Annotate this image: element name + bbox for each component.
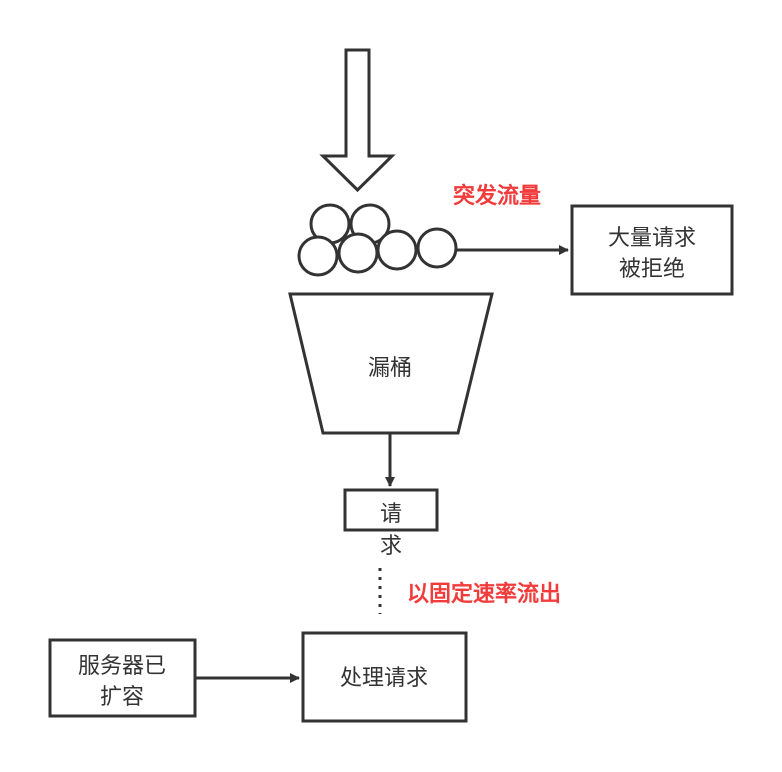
request-box [343, 488, 439, 532]
incoming-arrow [319, 48, 396, 193]
server-scaled-label-line2: 扩容 [100, 685, 144, 710]
server-scaled-label-line1: 服务器已 [78, 654, 166, 679]
ball [416, 227, 458, 269]
rejected-label-line2: 被拒绝 [619, 257, 685, 282]
request-label-line1: 请 [380, 502, 402, 527]
burst-traffic-label: 突发流量 [453, 183, 541, 209]
fixed-rate-label: 以固定速率流出 [407, 581, 561, 607]
ball [337, 232, 379, 274]
rejected-box [570, 204, 734, 296]
request-label-line2: 求 [380, 534, 402, 559]
ball [376, 229, 418, 271]
ball [297, 235, 339, 277]
leaky-bucket [288, 292, 494, 435]
process-request-box [301, 631, 468, 723]
traffic-balls [297, 203, 458, 277]
rejected-label-line1: 大量请求 [608, 226, 696, 251]
bucket-label: 漏桶 [368, 356, 412, 381]
process-request-label: 处理请求 [340, 666, 428, 691]
